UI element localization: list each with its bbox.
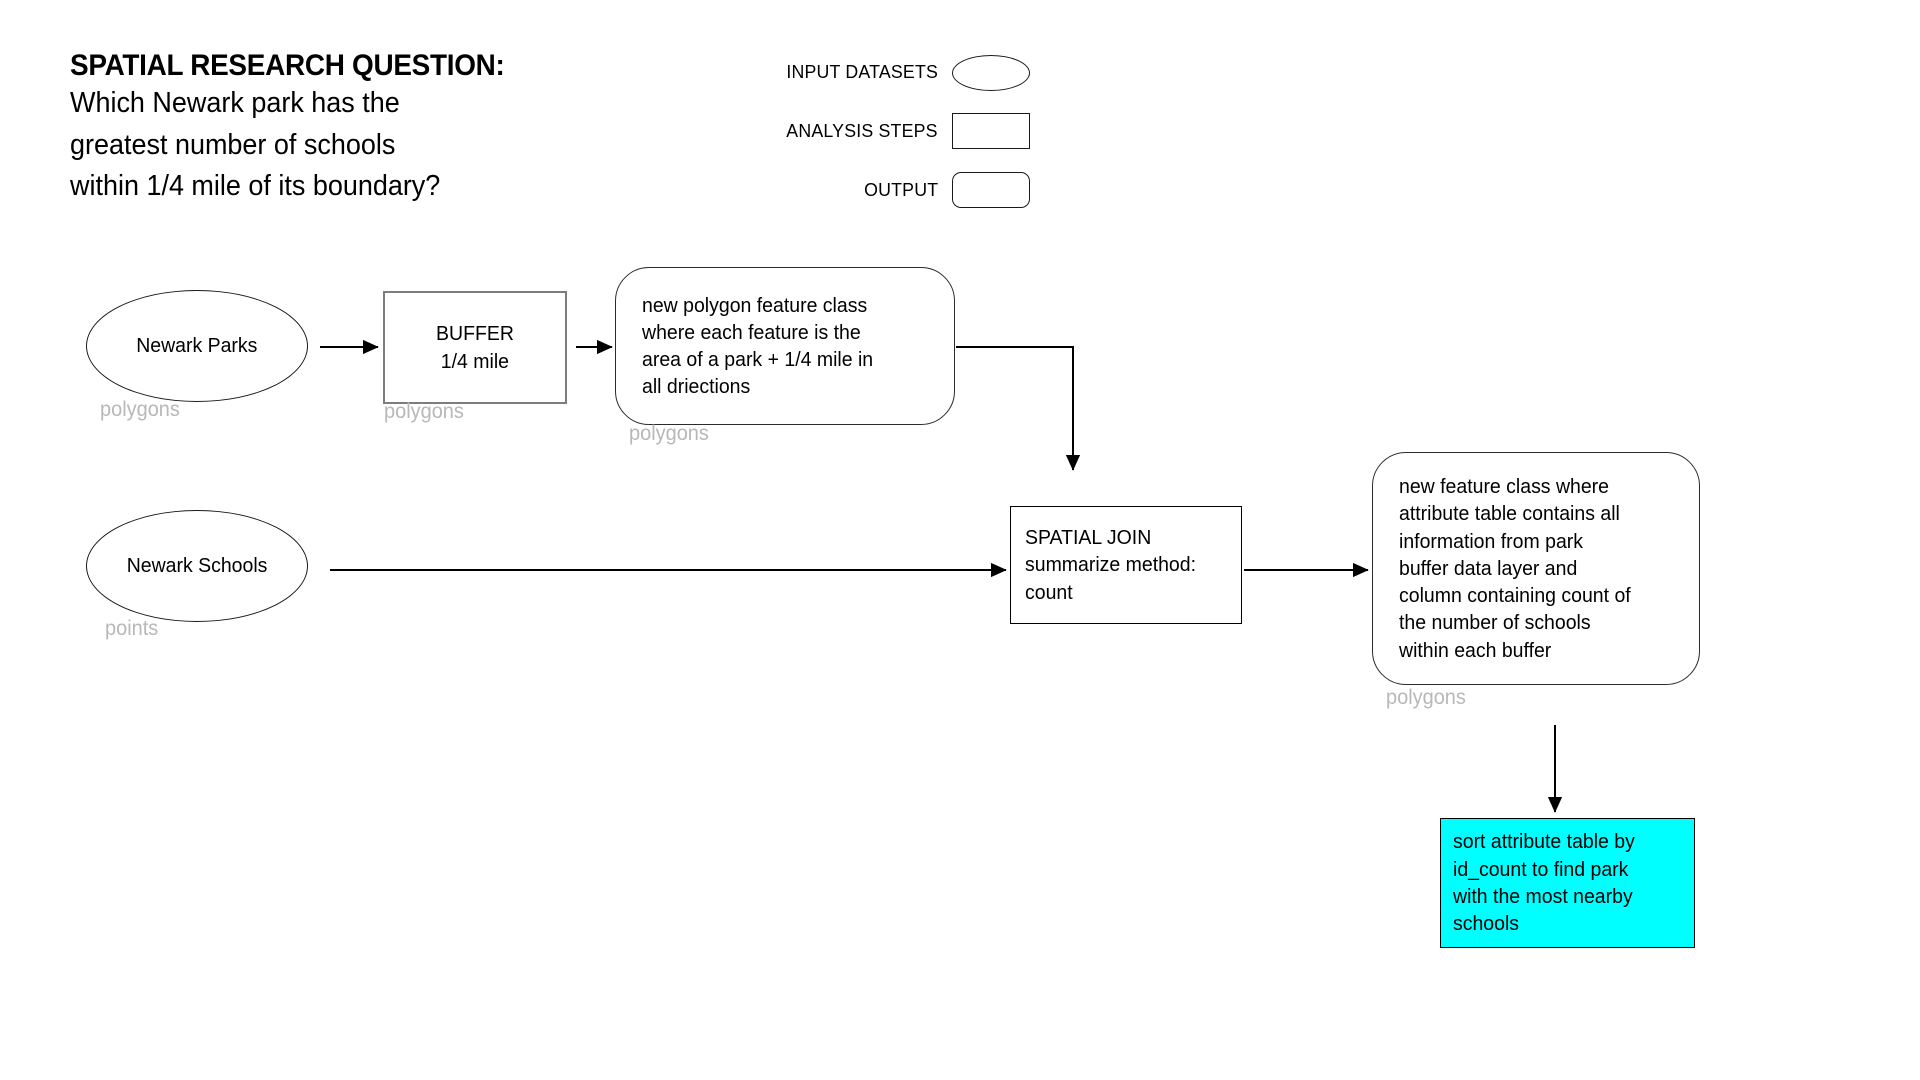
buffer-output-line-3: area of a park + 1/4 mile in	[642, 348, 874, 371]
node-label-newark-schools: Newark Schools	[126, 554, 268, 577]
node-step-spatial-join[interactable]: SPATIAL JOIN summarize method: count	[1010, 506, 1242, 624]
title-heading: SPATIAL RESEARCH QUESTION:	[70, 49, 505, 82]
legend-label-analysis-steps: ANALYSIS STEPS	[786, 120, 938, 141]
geometry-label-buffer-output: polygons	[629, 422, 709, 445]
spatial-join-line-1: SPATIAL JOIN	[1025, 525, 1152, 549]
node-label-newark-parks: Newark Parks	[136, 334, 258, 357]
buffer-output-line-4: all driections	[642, 375, 751, 399]
legend-label-input-datasets: INPUT DATASETS	[786, 61, 938, 82]
legend-label-output: OUTPUT	[863, 179, 938, 200]
geometry-label-buffer: polygons	[384, 400, 464, 423]
geometry-label-parks: polygons	[100, 398, 180, 421]
spatial-join-line-2: summarize method:	[1025, 553, 1197, 577]
buffer-line-2: 1/4 mile	[440, 349, 510, 373]
node-step-buffer[interactable]: BUFFER 1/4 mile	[383, 291, 567, 404]
rectangle-icon	[952, 113, 1030, 149]
buffer-output-line-2: where each feature is the	[642, 320, 861, 344]
node-output-join-result[interactable]: new feature class where attribute table …	[1372, 452, 1700, 685]
node-input-newark-schools[interactable]: Newark Schools	[86, 510, 308, 622]
title-question: Which Newark park has the greatest numbe…	[70, 83, 628, 207]
join-output-line-3: information from park	[1399, 529, 1584, 553]
geometry-label-join-output: polygons	[1386, 686, 1466, 709]
final-step-line-4: schools	[1453, 912, 1520, 936]
buffer-line-1: BUFFER	[436, 322, 514, 346]
final-step-line-2: id_count to find park	[1453, 857, 1629, 881]
spatial-join-line-3: count	[1025, 580, 1073, 604]
page-title: SPATIAL RESEARCH QUESTION: Which Newark …	[70, 48, 670, 207]
legend: INPUT DATASETS ANALYSIS STEPS OUTPUT	[700, 50, 1030, 227]
node-input-newark-parks[interactable]: Newark Parks	[86, 290, 308, 402]
final-step-line-1: sort attribute table by	[1453, 830, 1635, 854]
title-question-line-2: greatest number of schools	[70, 128, 396, 161]
final-step-line-3: with the most nearby	[1453, 885, 1633, 908]
join-output-line-4: buffer data layer and	[1399, 556, 1578, 580]
ellipse-icon	[952, 55, 1030, 91]
join-output-line-5: column containing count of	[1399, 584, 1631, 608]
legend-item-output: OUTPUT	[700, 168, 1030, 212]
node-output-buffer-result[interactable]: new polygon feature class where each fea…	[615, 267, 955, 425]
title-question-line-3: within 1/4 mile of its boundary?	[70, 169, 441, 202]
join-output-line-6: the number of schools	[1399, 611, 1591, 635]
join-output-line-1: new feature class where	[1399, 475, 1610, 499]
title-question-line-1: Which Newark park has the	[70, 87, 400, 120]
geometry-label-schools: points	[105, 617, 159, 640]
join-output-line-7: within each buffer	[1399, 638, 1552, 662]
rounded-rectangle-icon	[952, 172, 1030, 208]
node-final-sort-step[interactable]: sort attribute table by id_count to find…	[1440, 818, 1695, 948]
legend-item-analysis-steps: ANALYSIS STEPS	[700, 109, 1030, 153]
legend-item-input-datasets: INPUT DATASETS	[700, 50, 1030, 94]
join-output-line-2: attribute table contains all	[1399, 502, 1620, 526]
buffer-output-line-1: new polygon feature class	[642, 293, 868, 317]
